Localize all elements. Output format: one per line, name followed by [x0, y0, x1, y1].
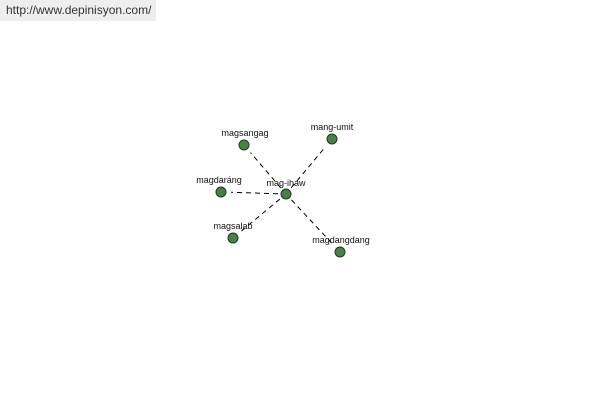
edge-mag-ihaw-magdangdang	[291, 199, 334, 246]
edge-mag-ihaw-magsangag	[250, 152, 282, 189]
node-mag-ihaw[interactable]: mag-ihaw	[266, 178, 306, 200]
node-label-mag-ihaw[interactable]: mag-ihaw	[266, 178, 306, 188]
node-magsalab[interactable]: magsalab	[213, 221, 253, 244]
node-label-magsangag[interactable]: magsangag	[221, 128, 268, 138]
node-dot-magsalab[interactable]	[227, 232, 239, 244]
graph-nodes: magsangag mang-umit magdaráng magsalab magda…	[196, 122, 370, 258]
node-magsangag[interactable]: magsangag	[221, 128, 269, 151]
edge-mag-ihaw-magdarang	[230, 191, 279, 195]
node-label-mang-umit[interactable]: mang-umit	[311, 122, 354, 132]
node-dot-magdarang[interactable]	[215, 186, 227, 198]
node-mang-umit[interactable]: mang-umit	[311, 122, 354, 145]
node-dot-mang-umit[interactable]	[326, 133, 338, 145]
node-dot-magsangag[interactable]	[238, 139, 250, 151]
node-label-magdangdang[interactable]: magdangdang	[312, 235, 370, 245]
graph-edges	[230, 146, 334, 246]
node-magdarang[interactable]: magdaráng	[196, 175, 242, 198]
node-dot-mag-ihaw[interactable]	[280, 188, 292, 200]
source-url-link[interactable]: http://www.depinisyon.com/	[0, 0, 156, 21]
node-label-magdarang[interactable]: magdaráng	[196, 175, 242, 185]
node-label-magsalab[interactable]: magsalab	[213, 221, 252, 231]
node-dot-magdangdang[interactable]	[334, 246, 346, 258]
node-magdangdang[interactable]: magdangdang	[312, 235, 370, 258]
